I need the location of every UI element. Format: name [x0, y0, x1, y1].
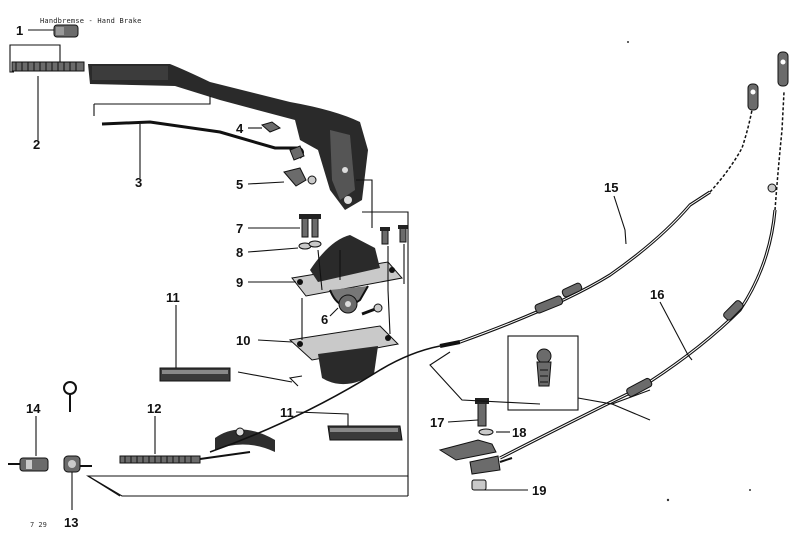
- callout-18: 18: [512, 425, 526, 440]
- part-handbrake-lever: [88, 64, 368, 210]
- part-rear-linkage: [438, 398, 513, 491]
- callout-12: 12: [147, 401, 161, 416]
- part-threaded-rod: [11, 61, 85, 72]
- part-pad-lower: [327, 425, 403, 441]
- assembly-frame-lines: [9, 44, 651, 497]
- callout-leaders: [28, 29, 693, 510]
- part-cable-front: [209, 340, 461, 453]
- part-cotter-pin: [63, 381, 92, 473]
- speck: [749, 489, 751, 491]
- page-code: 7 29: [30, 521, 47, 529]
- speck: [666, 498, 670, 502]
- callout-9: 9: [236, 275, 243, 290]
- part-adjusting-rod: [119, 451, 251, 464]
- callout-numbers: 1 2 3 4 5 6 7 8 9 10 11 11 12 13 14 15 1…: [16, 23, 664, 530]
- part-pad-upper: [159, 367, 231, 382]
- part-grip-cap: [53, 24, 79, 38]
- part-cable-15: [459, 83, 759, 344]
- part-cable-end-inset: [507, 335, 579, 411]
- callout-10: 10: [236, 333, 250, 348]
- callout-16: 16: [650, 287, 664, 302]
- part-spring-clip: [260, 121, 282, 133]
- callout-11-lower: 11: [280, 405, 294, 420]
- callout-4: 4: [236, 121, 244, 136]
- part-adjusting-nut: [8, 457, 49, 472]
- speck: [627, 41, 629, 43]
- callout-14: 14: [26, 401, 41, 416]
- part-clevis-pin: [283, 145, 317, 187]
- part-bolts-washers: [298, 214, 408, 250]
- callout-3: 3: [135, 175, 142, 190]
- callout-19: 19: [532, 483, 546, 498]
- callout-2: 2: [33, 137, 40, 152]
- callout-1: 1: [16, 23, 23, 38]
- callout-17: 17: [430, 415, 444, 430]
- callout-6: 6: [321, 312, 328, 327]
- part-pivot-bolt: [338, 294, 383, 316]
- callout-8: 8: [236, 245, 243, 260]
- callout-7: 7: [236, 221, 243, 236]
- part-equalizer: [215, 427, 275, 452]
- part-cable-16: [499, 51, 789, 460]
- part-base-housing: [288, 325, 400, 385]
- diagram-title: Handbremse - Hand Brake: [40, 17, 142, 25]
- callout-5: 5: [236, 177, 243, 192]
- callout-15: 15: [604, 180, 618, 195]
- callout-11-upper: 11: [166, 290, 180, 305]
- callout-13: 13: [64, 515, 78, 530]
